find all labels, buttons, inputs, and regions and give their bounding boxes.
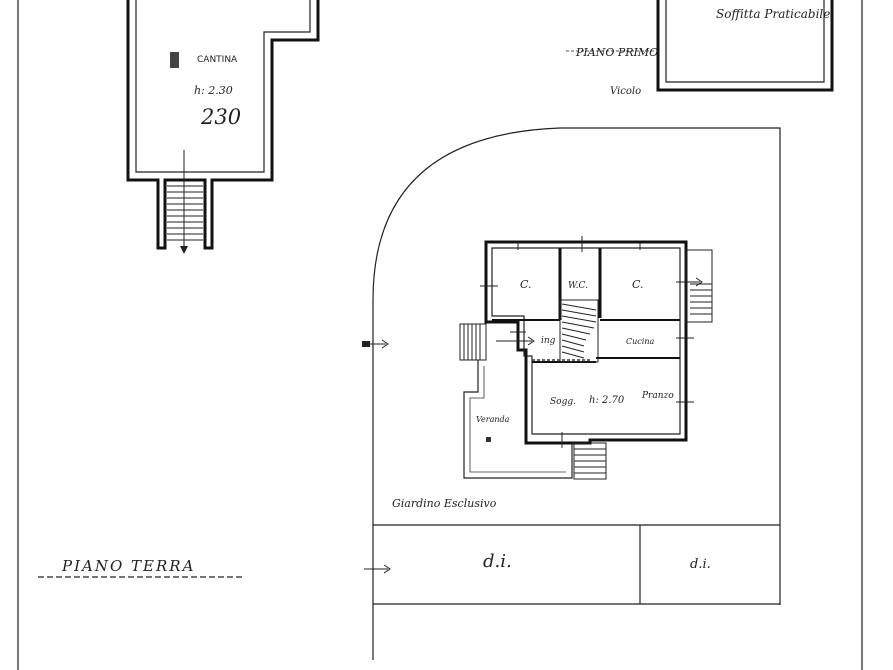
adjacent-plot-left: d.i. (483, 551, 512, 572)
cellar-arrow-head (180, 246, 188, 254)
cellar-height-note: h: 2.30 (194, 84, 233, 97)
cellar-big-number: 230 (200, 105, 241, 129)
interior-stair (559, 299, 599, 363)
south-stair (573, 442, 607, 480)
upper-floor-title: PIANO PRIMO (575, 46, 658, 59)
cellar-label: CANTINA (197, 55, 238, 65)
room-bedroom-left: C. (520, 278, 532, 291)
veranda-outline (463, 360, 573, 479)
cellar-stair (167, 185, 203, 241)
lot-boundary (372, 127, 781, 660)
upper-floor-plan: Soffitta Praticabile PIANO PRIMO Vicolo (566, 0, 834, 97)
room-wc: W.C. (568, 281, 588, 291)
room-dining: Pranzo (641, 391, 674, 401)
alley-label: Vicolo (610, 86, 641, 97)
east-exit-arrow-icon (680, 277, 703, 287)
house-plan: C. W.C. C. ing Cucina Sogg. h: 2.70 Pran… (459, 236, 713, 480)
lot-entry-arrow (362, 339, 389, 349)
garden-label: Giardino Esclusivo (392, 497, 497, 510)
ground-floor-title: PIANO TERRA (61, 557, 195, 575)
cellar-window-mark (170, 52, 179, 68)
cellar-plan: CANTINA h: 2.30 230 (126, 0, 320, 254)
attic-label: Soffitta Praticabile (716, 7, 830, 21)
room-living: Sogg. (550, 397, 576, 407)
east-stair (685, 249, 713, 323)
room-bedroom-right: C. (632, 278, 644, 291)
room-entrance: ing (541, 336, 556, 346)
entry-arrow-icon (496, 336, 535, 346)
veranda-mark (486, 437, 491, 442)
room-veranda: Veranda (476, 415, 510, 424)
lower-entry-arrow (364, 564, 391, 574)
adjacent-plot-right: d.i. (690, 557, 711, 572)
living-height-note: h: 2.70 (589, 395, 625, 406)
room-kitchen: Cucina (626, 337, 654, 346)
west-stair (459, 323, 487, 361)
window-ticks (480, 236, 694, 448)
